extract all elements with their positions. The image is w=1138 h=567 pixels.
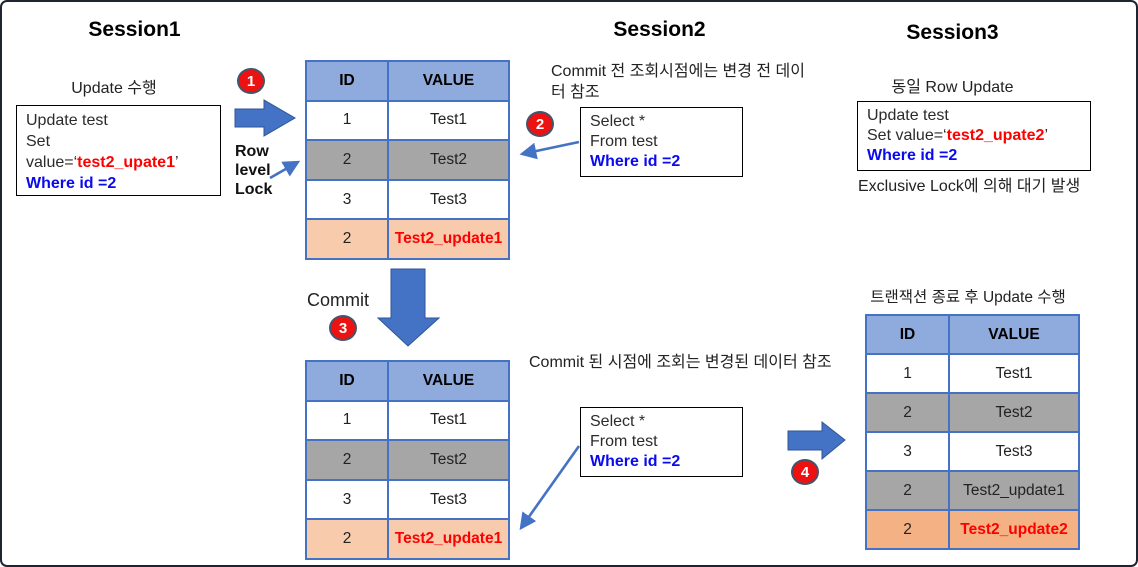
commit-label: Commit: [307, 290, 369, 310]
sql-line: Select *: [590, 413, 646, 430]
table-cell-value: Test2: [388, 140, 509, 180]
row-level-lock-label: Row level Lock: [235, 143, 273, 198]
session1-sql-box: Update test Set value=‘test2_upate1’ Whe…: [16, 105, 221, 196]
sql-line: Set: [26, 133, 51, 150]
table-cell-value: Test2_update1: [388, 519, 509, 559]
table-cell-value: Test3: [949, 432, 1079, 471]
table-cell-value: Test2_update1: [949, 471, 1079, 510]
column-header: VALUE: [949, 315, 1079, 354]
sql-line: Where id =2: [26, 175, 117, 192]
table-cell-id: 1: [866, 354, 949, 393]
table-cell-value: Test1: [388, 100, 509, 141]
column-header: ID: [866, 315, 949, 354]
table-cell-value: Test2_update1: [388, 219, 509, 259]
session3-wait-note: Exclusive Lock에 의해 대기 발생: [858, 178, 1081, 195]
column-header: VALUE: [388, 61, 509, 101]
table-cell-value: Test2: [949, 393, 1079, 432]
table-cell-id: 3: [306, 179, 388, 220]
table-cell-id: 1: [306, 400, 388, 441]
final-table-title: 트랜잭션 종료 후 Update 수행: [870, 289, 1066, 306]
step4-right-arrow: [787, 420, 846, 461]
table-cell-id: 2: [866, 393, 949, 432]
column-header: ID: [306, 361, 388, 401]
session1-title: Session1: [88, 18, 181, 41]
sql-line: value=‘test2_upate1’: [26, 154, 179, 171]
sql-line: Update test: [867, 107, 949, 124]
sql-line: Where id =2: [867, 147, 958, 164]
session3-action-label: 동일 Row Update: [891, 79, 1014, 96]
select1-pointer-arrow: [519, 140, 580, 160]
commit-down-arrow: [376, 268, 441, 347]
table-cell-id: 2: [866, 471, 949, 510]
table-cell-value: Test3: [388, 179, 509, 220]
table-cell-id: 2: [306, 140, 388, 180]
sql-line: From test: [590, 133, 658, 150]
session2-note: Commit 전 조회시점에는 변경 전 데이터 참조: [551, 63, 805, 101]
sql-line: Where id =2: [590, 153, 681, 170]
table-cell-id: 2: [306, 440, 388, 480]
table-cell-value: Test1: [388, 400, 509, 441]
table-cell-value: Test2: [388, 440, 509, 480]
session2-title: Session2: [613, 18, 706, 41]
table-cell-id: 2: [866, 510, 949, 549]
table-cell-id: 3: [866, 432, 949, 471]
table-cell-id: 2: [306, 219, 388, 259]
sql-line: Update test: [26, 112, 108, 129]
table-cell-id: 1: [306, 100, 388, 141]
table-cell-value: Test1: [949, 354, 1079, 393]
step1-right-arrow: [234, 99, 296, 137]
sql-line: Set value=‘test2_upate2’: [867, 127, 1048, 144]
step-badge-4: 4: [791, 459, 819, 485]
session2-select-box: Select * From test Where id =2: [580, 107, 743, 177]
column-header: VALUE: [388, 361, 509, 401]
step-badge-3: 3: [329, 315, 357, 341]
sql-line: From test: [590, 433, 658, 450]
table-cell-value: Test3: [388, 479, 509, 520]
table-cell-id: 3: [306, 479, 388, 520]
column-header: ID: [306, 61, 388, 101]
step-badge-2: 2: [526, 111, 554, 137]
select2-pointer-arrow: [519, 445, 581, 531]
sql-line: Where id =2: [590, 453, 681, 470]
post-commit-note: Commit 된 시점에 조회는 변경된 데이터 참조: [529, 354, 832, 371]
post-commit-select-box: Select * From test Where id =2: [580, 407, 743, 477]
session1-action-label: Update 수행: [71, 80, 157, 97]
session3-title: Session3: [906, 21, 999, 44]
session3-sql-box: Update test Set value=‘test2_upate2’ Whe…: [857, 101, 1091, 171]
sql-line: Select *: [590, 113, 646, 130]
table-cell-value: Test2_update2: [949, 510, 1079, 549]
step-badge-1: 1: [237, 68, 265, 94]
table-cell-id: 2: [306, 519, 388, 559]
